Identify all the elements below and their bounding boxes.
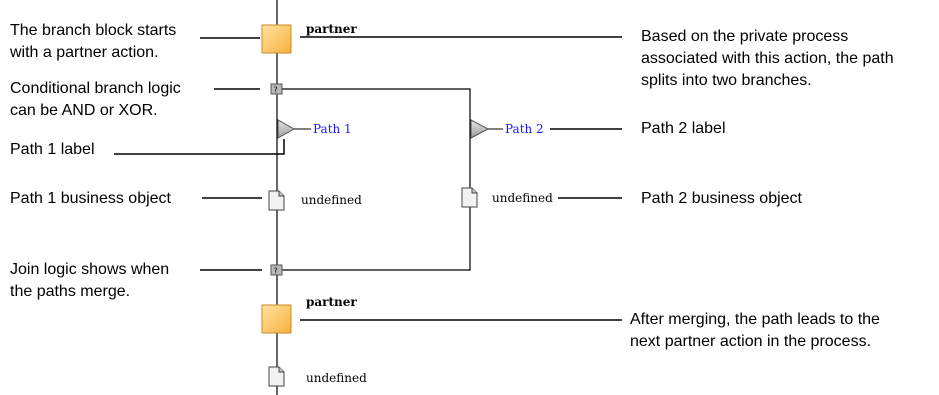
annotation-path2-label: Path 2 label: [641, 120, 726, 137]
partner-top-label: partner: [306, 22, 357, 36]
annotation-path1-object: Path 1 business object: [10, 190, 171, 207]
annotation-path1-label: Path 1 label: [10, 141, 95, 158]
document-icon-2[interactable]: [461, 187, 478, 208]
partner-action-top-icon[interactable]: [261, 24, 292, 54]
annotation-private-process: Based on the private process associated …: [641, 28, 894, 89]
object1-label: undefined: [301, 193, 362, 207]
path1-triangle-icon[interactable]: [277, 119, 296, 139]
path2-triangle-icon[interactable]: [470, 119, 490, 139]
annotation-path2-object: Path 2 business object: [641, 190, 802, 207]
branch-logic-icon[interactable]: [270, 83, 283, 95]
path2-label[interactable]: Path 2: [505, 122, 544, 136]
annotation-branch-start: The branch block starts with a partner a…: [10, 22, 177, 61]
annotation-join-logic: Join logic shows when the paths merge.: [10, 261, 170, 300]
annotation-conditional-logic: Conditional branch logic can be AND or X…: [10, 80, 181, 119]
document-icon-3[interactable]: [268, 366, 285, 387]
document-icon-1[interactable]: [268, 190, 285, 211]
path1-label[interactable]: Path 1: [313, 122, 352, 136]
join-logic-glyph: ?: [274, 267, 278, 276]
annotation-after-merge: After merging, the path leads to the nex…: [630, 311, 880, 350]
partner-action-bottom-icon[interactable]: [261, 304, 292, 334]
callout-line-path1-label: [114, 139, 285, 155]
object3-label: undefined: [306, 371, 367, 385]
branch-logic-glyph: ?: [274, 86, 278, 95]
branch-split-line: [282, 88, 471, 271]
partner-bottom-label: partner: [306, 295, 357, 309]
object2-label: undefined: [492, 191, 553, 205]
join-logic-icon[interactable]: [270, 264, 283, 276]
